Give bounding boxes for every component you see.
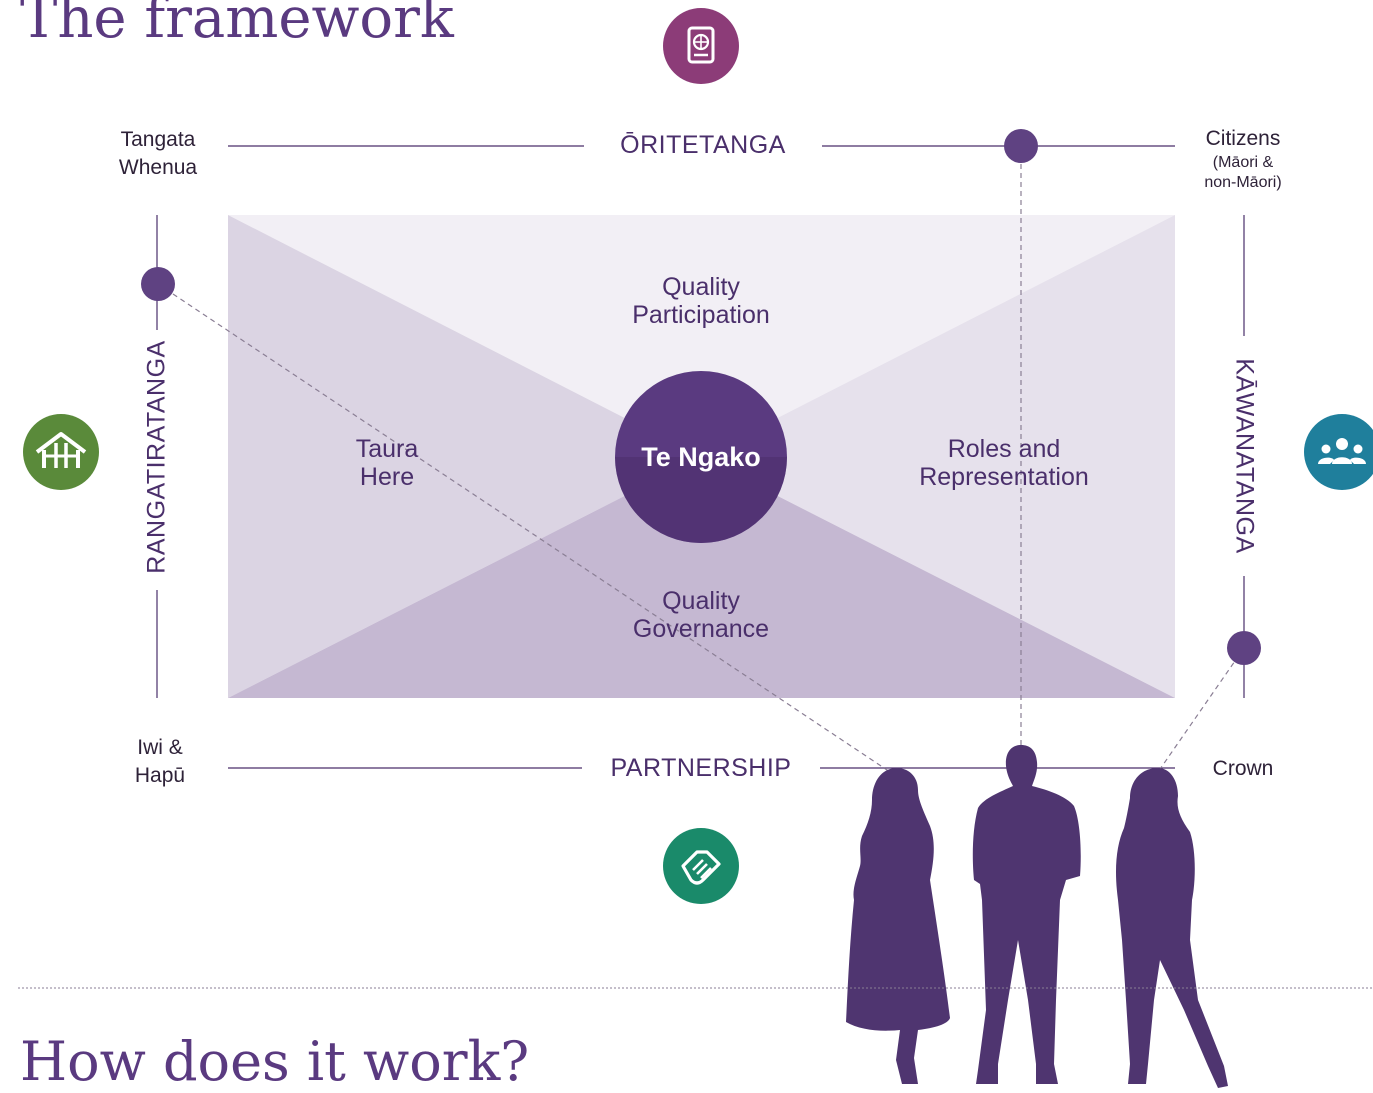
corner-label-citizens: Citizens (Māori & non-Māori) xyxy=(1204,127,1282,191)
corner-label-tangata-whenua: Tangata Whenua xyxy=(118,128,198,179)
corner-label-iwi-hapu: Iwi & Hapū xyxy=(134,736,186,787)
quadrant-bottom xyxy=(228,457,1175,698)
marker-dot-top xyxy=(1004,129,1038,163)
axis-label-right: KĀWANATANGA xyxy=(1230,358,1259,554)
page-title: The framework xyxy=(20,0,454,51)
region-label-taura-here: Taura Here xyxy=(355,435,419,491)
center-label-te-ngako: Te Ngako xyxy=(641,442,761,472)
quadrant-left xyxy=(228,215,701,698)
passport-icon xyxy=(663,8,739,84)
people-group-icon xyxy=(1304,414,1373,490)
axis-label-top: ŌRITETANGA xyxy=(620,131,786,159)
handshake-icon xyxy=(663,828,739,904)
marae-house-icon xyxy=(23,414,99,490)
silhouette-woman-dress xyxy=(846,768,950,1084)
quadrant-top xyxy=(228,215,1175,457)
center-circle-shade xyxy=(615,457,787,543)
marker-dot-left xyxy=(141,267,175,301)
region-label-quality-participation: Quality Participation xyxy=(632,273,770,329)
connector-right xyxy=(1157,647,1245,773)
connector-left xyxy=(157,283,891,773)
marker-dot-right xyxy=(1227,631,1261,665)
axis-label-left: RANGATIRATANGA xyxy=(142,340,171,574)
silhouette-woman-jumpsuit xyxy=(1116,768,1228,1088)
region-label-roles-representation: Roles and Representation xyxy=(919,435,1089,491)
people-silhouettes xyxy=(846,745,1228,1088)
axis-label-bottom: PARTNERSHIP xyxy=(610,754,792,782)
quadrant-right xyxy=(701,215,1175,698)
region-label-quality-governance: Quality Governance xyxy=(632,587,770,643)
corner-label-crown: Crown xyxy=(1212,757,1274,780)
silhouette-man xyxy=(972,745,1081,1084)
section-title: How does it work? xyxy=(20,1030,530,1093)
